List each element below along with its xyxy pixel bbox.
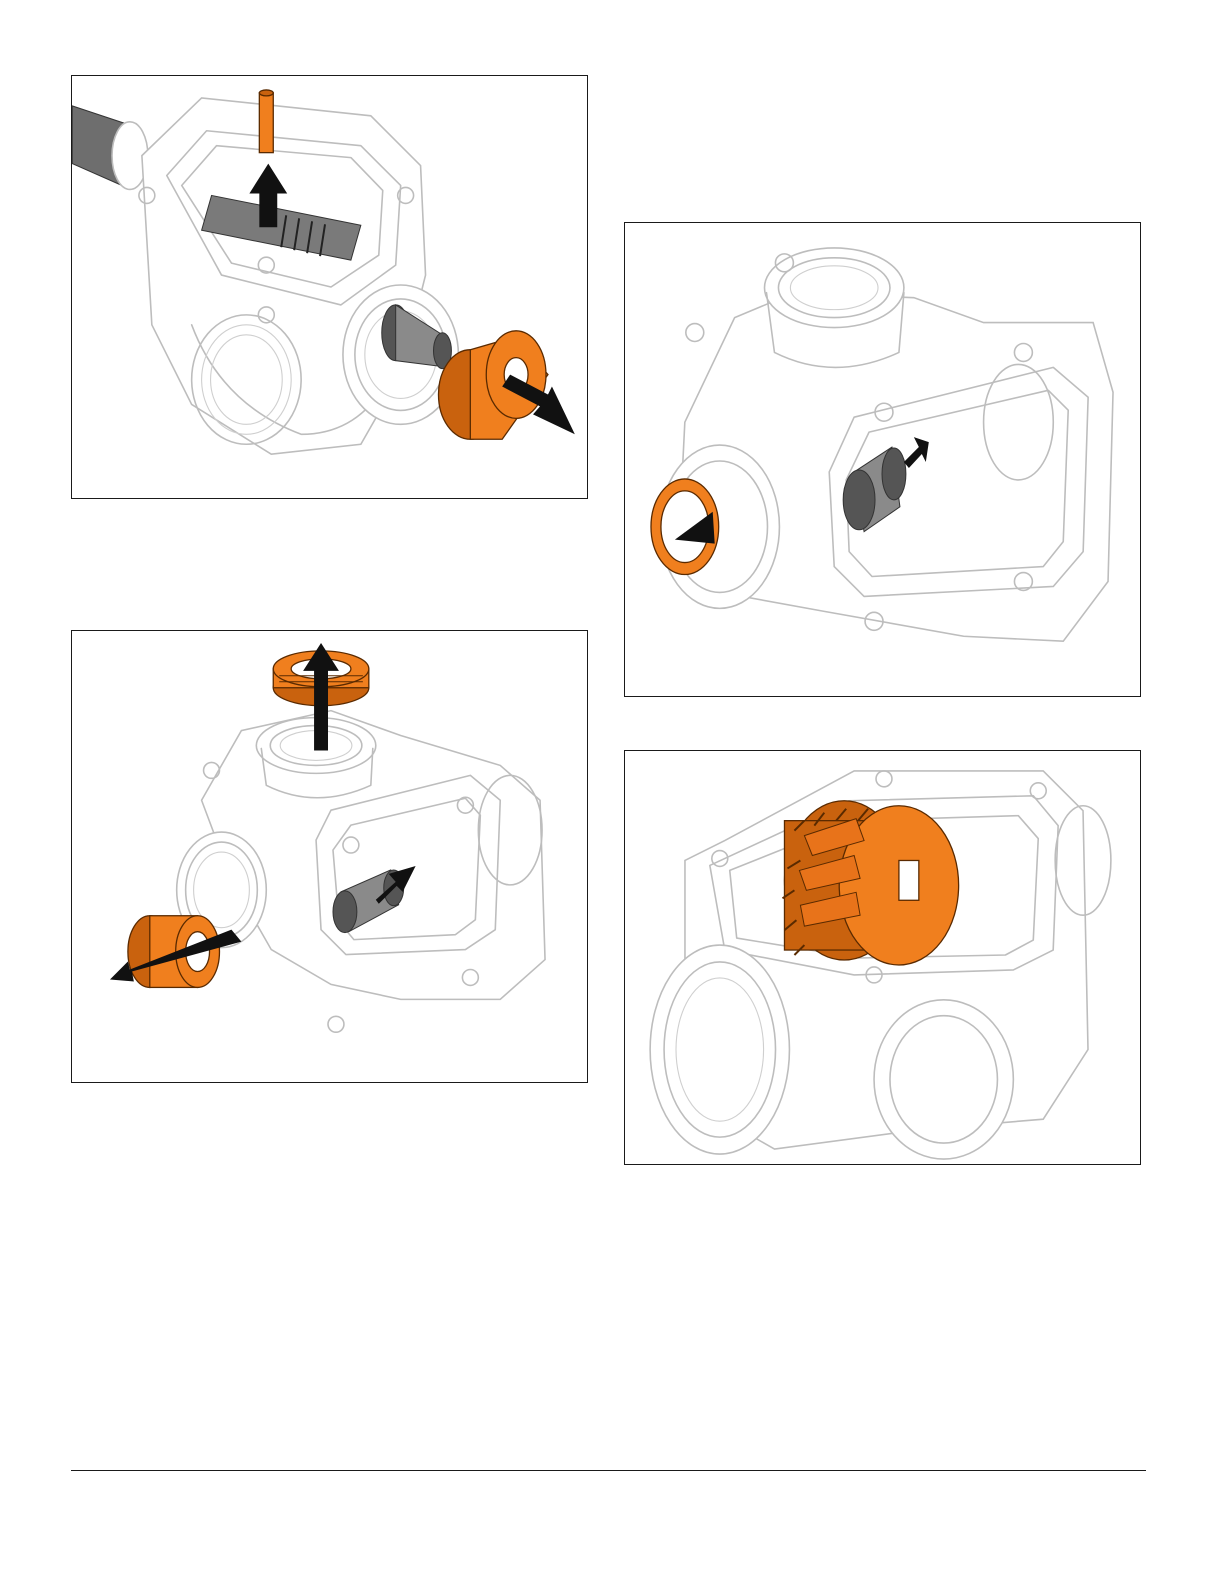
figure-remove-pin-and-cup [71,75,588,499]
housing-icon [177,711,545,1033]
figure-remove-gear [624,750,1141,1165]
gear-icon [782,801,958,965]
side-cup-icon [128,916,220,988]
figure-remove-seals-and-cups [71,630,588,1083]
shaft-icon [72,106,148,190]
footer-divider [71,1470,1146,1471]
housing-icon [660,248,1113,641]
housing-illustration-1 [72,76,587,498]
figure-drive-out-race [624,222,1141,697]
housing-icon [139,98,458,454]
pin-icon [259,90,273,153]
housing-illustration-3 [625,223,1140,696]
housing-illustration-2 [72,631,587,1082]
housing-illustration-4 [625,751,1140,1164]
